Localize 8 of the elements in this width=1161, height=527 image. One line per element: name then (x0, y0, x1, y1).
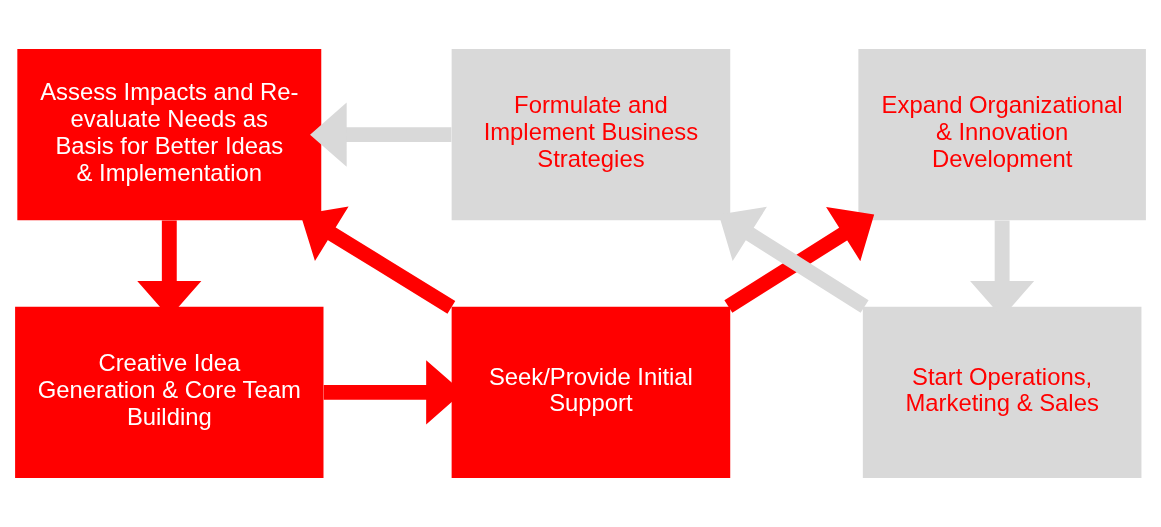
arrow (310, 102, 452, 167)
node-box: Creative Idea Generation & Core Team Building (15, 306, 324, 479)
node-box: Expand Organizational & Innovation Development (858, 48, 1146, 221)
node-box: Start Operations, Marketing & Sales (862, 306, 1142, 479)
arrow (300, 206, 456, 314)
node-box: Seek/Provide Initial Support (451, 306, 731, 479)
node-box: Assess Impacts and Re-evaluate Needs as Basis for Better Ideas & Implementation (17, 48, 322, 221)
node-box: Formulate and Implement Business Strategies (451, 48, 731, 221)
